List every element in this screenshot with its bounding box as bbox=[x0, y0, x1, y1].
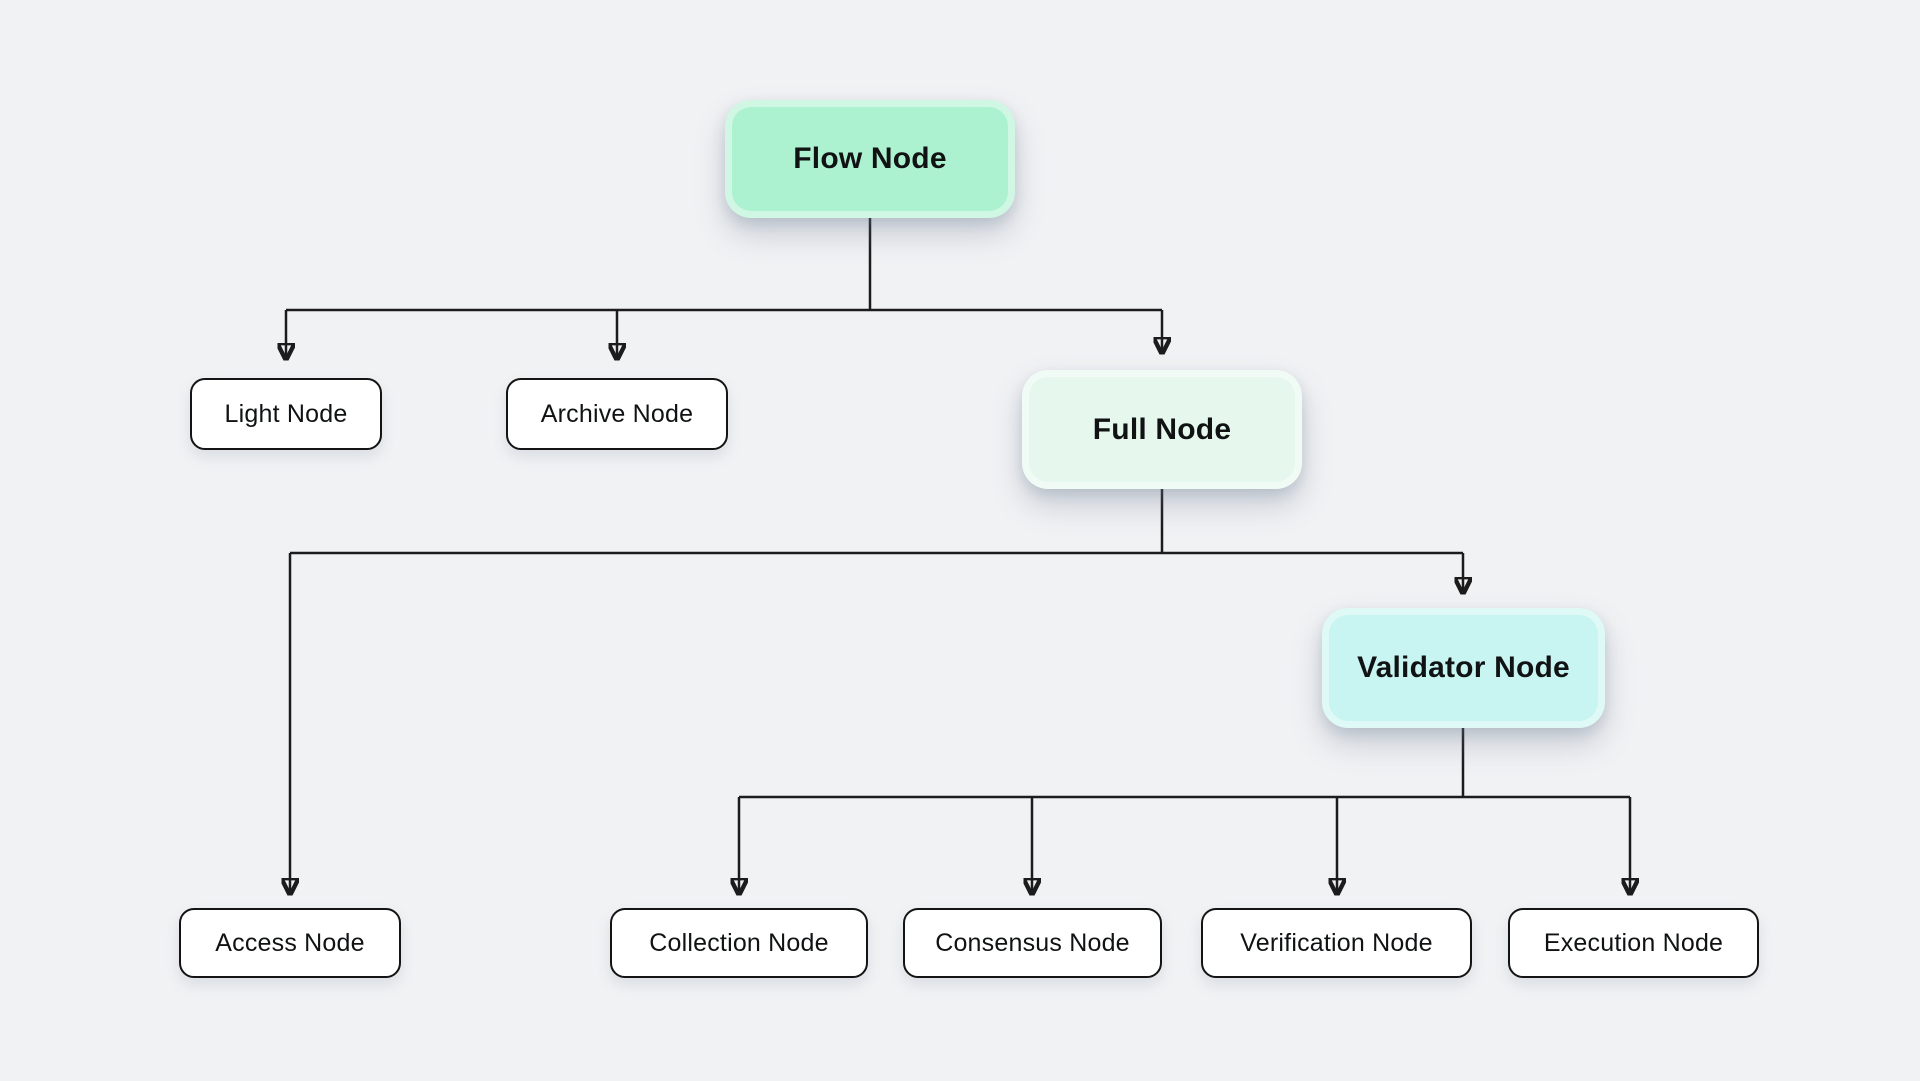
node-validator-label: Validator Node bbox=[1357, 651, 1570, 684]
node-full-label: Full Node bbox=[1092, 412, 1232, 446]
node-full: Full Node bbox=[1022, 370, 1302, 489]
node-archive: Archive Node bbox=[506, 378, 728, 450]
node-verification-label: Verification Node bbox=[1240, 928, 1433, 957]
node-light: Light Node bbox=[190, 378, 382, 450]
node-execution-label: Execution Node bbox=[1543, 928, 1724, 957]
node-collection-label: Collection Node bbox=[649, 928, 829, 957]
node-access: Access Node bbox=[179, 908, 401, 978]
node-validator: Validator Node bbox=[1322, 608, 1605, 728]
node-flow: Flow Node bbox=[725, 100, 1015, 218]
node-verification: Verification Node bbox=[1201, 908, 1472, 978]
node-light-label: Light Node bbox=[224, 399, 348, 428]
node-collection: Collection Node bbox=[610, 908, 868, 978]
node-access-label: Access Node bbox=[215, 928, 365, 957]
node-execution: Execution Node bbox=[1508, 908, 1759, 978]
node-consensus: Consensus Node bbox=[903, 908, 1162, 978]
node-flow-label: Flow Node bbox=[793, 142, 947, 175]
node-consensus-label: Consensus Node bbox=[935, 928, 1130, 957]
node-archive-label: Archive Node bbox=[540, 399, 694, 428]
